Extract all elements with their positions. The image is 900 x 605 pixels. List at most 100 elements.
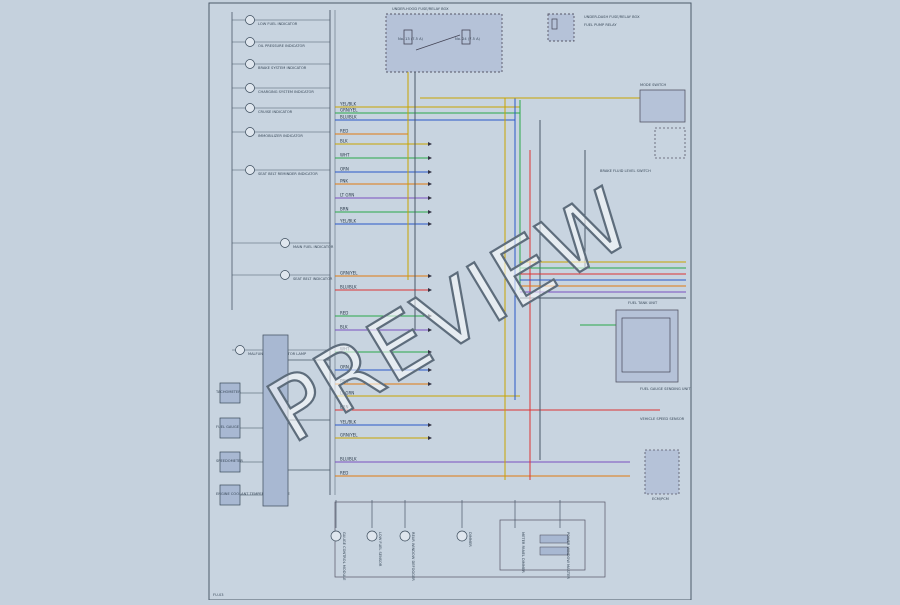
wire-label-20: YEL/BLK <box>339 420 357 425</box>
right-components: MODE SWITCH BRAKE FLUID LEVEL SWITCH FUEL … <box>600 83 691 501</box>
right-component-label-1: BRAKE FLUID LEVEL SWITCH <box>600 169 651 173</box>
top-fuse-box-left: UNDER-HOOD FUSE/RELAY BOX No. 13 (7.5 A)… <box>385 7 503 73</box>
arrow-8 <box>428 196 432 200</box>
arrow-4 <box>428 142 432 146</box>
right-component-label-3: FUEL GAUGE SENDING UNIT <box>640 387 691 391</box>
arrow-11 <box>428 274 432 278</box>
gauge-label-3: ENGINE COOLANT TEMPERATURE GAUGE <box>216 492 291 496</box>
wire-label-17: PNK <box>340 379 348 384</box>
indicator-bulb-2 <box>245 59 255 69</box>
wire-label-22: BLU/BLK <box>340 457 357 462</box>
wire-label-2: BLU/BLK <box>340 115 357 120</box>
label-fuse-box-left: UNDER-HOOD FUSE/RELAY BOX <box>392 7 449 11</box>
bottom-component-label-3: DIMMER <box>468 532 472 547</box>
arrow-17 <box>428 382 432 386</box>
bottom-lamp-1 <box>366 530 378 542</box>
indicator-label-7: MAIN FUEL INDICATOR <box>293 245 334 249</box>
wire-label-6: ORN <box>340 167 349 172</box>
bottom-component-label-2: REAR WINDOW DEFOGGER <box>411 532 415 581</box>
indicator-bulb-6 <box>245 165 255 175</box>
right-component-label-2: FUEL TANK UNIT <box>628 301 658 305</box>
indicator-bulb-5 <box>245 127 255 137</box>
wire-label-16: ORN <box>340 365 349 370</box>
gauge-label-2: SPEEDOMETER <box>216 459 243 463</box>
indicator-label-4: CRUISE INDICATOR <box>258 110 293 114</box>
page-number: FU-03 <box>213 593 224 597</box>
indicator-bulb-4 <box>245 103 255 113</box>
wire-label-5: WHT <box>340 153 350 158</box>
bottom-lamp-2 <box>399 530 411 542</box>
gauge-label-1: FUEL GAUGE <box>216 425 240 429</box>
tall-connector <box>262 334 330 507</box>
diagram-sheet <box>208 2 692 601</box>
arrow-21 <box>428 436 432 440</box>
bottom-components: GAUGE CONTROL MODULE LOW FUEL SENSOR REAR … <box>330 500 606 581</box>
indicator-label-2: BRAKE SYSTEM INDICATOR <box>258 66 307 70</box>
indicator-bulb-1 <box>245 37 255 47</box>
indicator-bulb-0 <box>245 15 255 25</box>
wire-label-15: WHT <box>340 347 350 352</box>
wire-label-0: YEL/BLK <box>339 102 357 107</box>
arrow-14 <box>428 328 432 332</box>
indicator-bulb-8 <box>280 270 290 280</box>
wire-label-12: BLU/BLK <box>340 285 357 290</box>
bottom-lamp-0 <box>330 530 342 542</box>
fuel-tank-unit-box <box>615 309 679 383</box>
indicator-label-6: SEAT BELT REMINDER INDICATOR <box>258 172 318 176</box>
right-component-label-4: VEHICLE SPEED SENSOR <box>640 417 685 421</box>
arrow-10 <box>428 222 432 226</box>
arrow-20 <box>428 423 432 427</box>
wire-label-23: RED <box>340 471 348 476</box>
wire-label-21: GRN/YEL <box>340 433 358 438</box>
label-fuse-box-right: UNDER-DASH FUSE/RELAY BOX <box>584 15 640 19</box>
bottom-component-label-4: METER PANEL DIMMER <box>521 532 525 573</box>
bottom-component-label-1: LOW FUEL SENSOR <box>378 532 382 567</box>
arrow-6 <box>428 170 432 174</box>
bottom-component-label-0: GAUGE CONTROL MODULE <box>342 532 346 581</box>
wire-label-14: BLK <box>340 325 348 330</box>
wire-label-4: BLK <box>340 139 348 144</box>
indicator-bulb-7 <box>280 238 290 248</box>
wire-label-9: BRN <box>340 207 349 212</box>
arrow-13 <box>428 314 432 318</box>
wire-label-7: PNK <box>340 179 348 184</box>
top-fuse-box-right: UNDER-DASH FUSE/RELAY BOX FUEL PUMP RELA… <box>547 13 640 42</box>
label-relay-note: FUEL PUMP RELAY <box>584 23 617 27</box>
wire-label-13: RED <box>340 311 348 316</box>
left-gauge-blocks: TACHOMETER FUEL GAUGE SPEEDOMETER ENGINE CO… <box>215 382 291 506</box>
bottom-component-label-5: POWER WINDOW MASTER <box>566 532 570 579</box>
wire-label-1: GRN/YEL <box>340 108 358 113</box>
speed-sensor-box <box>644 449 680 495</box>
arrow-12 <box>428 288 432 292</box>
arrow-16 <box>428 368 432 372</box>
right-component-label-5: ECM/PCM <box>652 497 669 501</box>
indicator-label-3: CHARGING SYSTEM INDICATOR <box>258 90 314 94</box>
bottom-lamp-3 <box>456 530 468 542</box>
relay-box-right-1 <box>639 89 686 123</box>
indicator-label-1: OIL PRESSURE INDICATOR <box>258 44 305 48</box>
indicator-bulb-3 <box>245 83 255 93</box>
indicator-label-5: IMMOBILIZER INDICATOR <box>258 134 303 138</box>
wire-label-8: LT GRN <box>340 193 354 198</box>
wire-label-10: YEL/BLK <box>339 219 357 224</box>
indicator-bulb-9 <box>235 345 245 355</box>
indicator-label-0: LOW FUEL INDICATOR <box>258 22 298 26</box>
arrow-9 <box>428 210 432 214</box>
arrow-15 <box>428 350 432 354</box>
wire-label-18: LT GRN <box>340 391 354 396</box>
right-component-label-0: MODE SWITCH <box>640 83 666 87</box>
label-fuse-b: No. 24 (7.5 A) <box>455 37 481 41</box>
arrow-7 <box>428 182 432 186</box>
left-indicator-column: LOW FUEL INDICATOR OIL PRESSURE INDICATOR… <box>232 15 334 356</box>
wire-label-19: BRN <box>340 405 349 410</box>
indicator-label-8: SEAT BELT INDICATOR <box>293 277 333 281</box>
wire-label-3: RED <box>340 129 348 134</box>
label-fuse-a: No. 13 (7.5 A) <box>398 37 424 41</box>
gauge-label-0: TACHOMETER <box>215 390 241 394</box>
wire-label-11: GRN/YEL <box>340 271 358 276</box>
arrow-5 <box>428 156 432 160</box>
central-connector-column <box>329 10 336 495</box>
